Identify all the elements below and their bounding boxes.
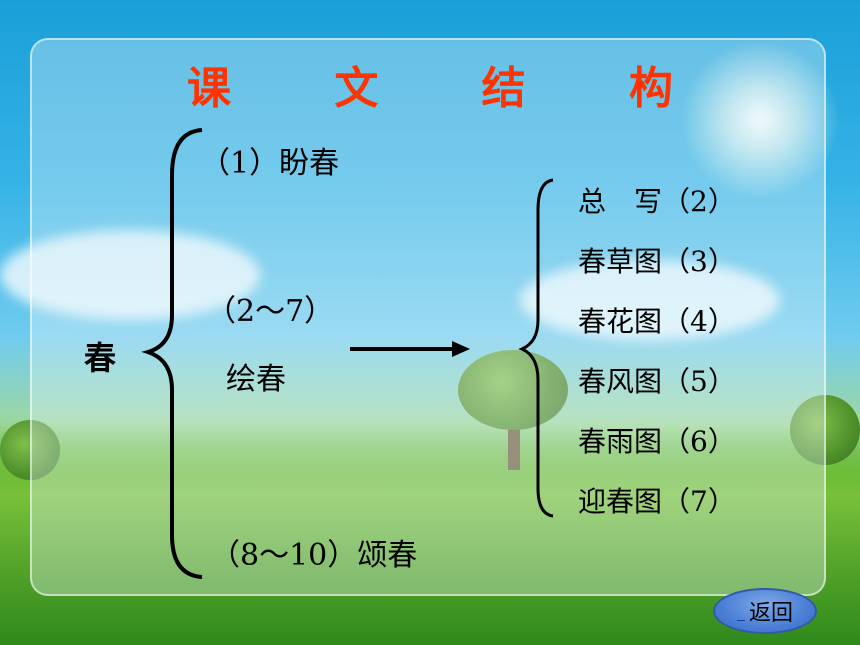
back-button[interactable]: 返回 (713, 588, 817, 634)
sub-item: 总 写（2） (578, 185, 736, 218)
left-brace (141, 128, 203, 579)
arrow-head (452, 341, 470, 357)
tree-decoration (790, 395, 860, 465)
tree-decoration (458, 350, 568, 430)
sub-item: 春花图（4） (578, 305, 736, 338)
branch-label-3: （8～10）颂春 (210, 538, 418, 573)
content-panel (30, 38, 826, 596)
cloud-decoration (520, 260, 780, 340)
sub-item: 迎春图（7） (578, 485, 736, 518)
branch-label-2-name: 绘春 (226, 362, 286, 397)
sub-item: 春草图（3） (578, 245, 736, 278)
right-brace (518, 178, 554, 518)
cloud-decoration (0, 230, 260, 320)
back-button-label: 返回 (748, 601, 793, 626)
root-label: 春 (84, 339, 117, 377)
branch-label-2-range: （2～7） (206, 294, 335, 329)
link-underline-mark (736, 602, 745, 621)
sub-item: 春雨图（6） (578, 425, 736, 458)
sub-item: 春风图（5） (578, 365, 736, 398)
tree-decoration (0, 420, 60, 480)
slide-title: 课 文 结 构 (187, 63, 717, 114)
branch-label-1: （1）盼春 (200, 146, 340, 181)
sun-decoration (680, 40, 840, 200)
